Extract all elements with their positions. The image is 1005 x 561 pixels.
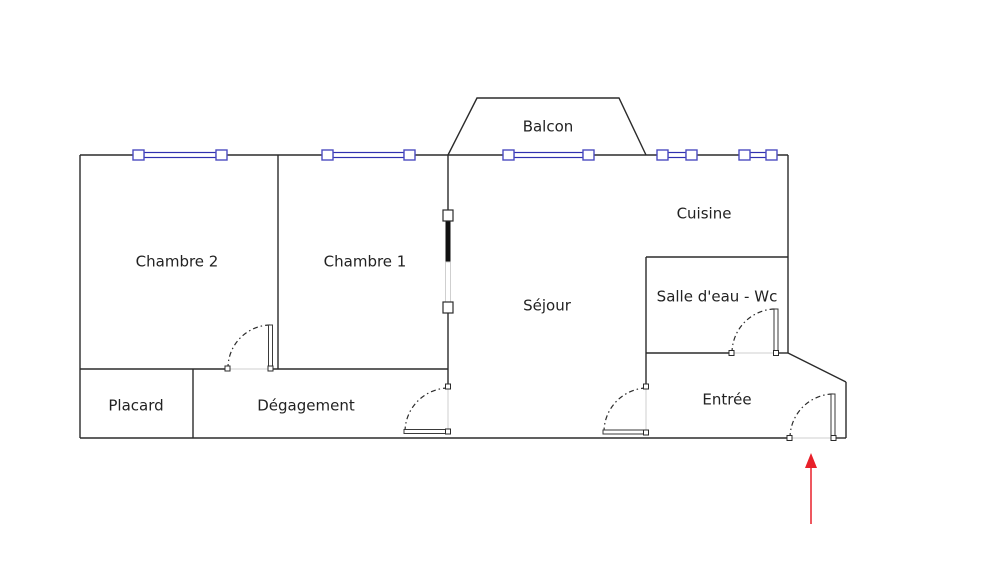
window-cuisine-2 bbox=[738, 149, 778, 161]
windows bbox=[132, 149, 778, 161]
balcon-outline bbox=[447, 97, 647, 156]
wall-right-diagonal bbox=[787, 352, 847, 383]
door-chambre-2[interactable] bbox=[224, 324, 274, 372]
room-label-entree: Entrée bbox=[702, 391, 751, 409]
room-label-balcon: Balcon bbox=[523, 118, 574, 136]
room-label-placard: Placard bbox=[108, 397, 163, 415]
door-main-entrance[interactable] bbox=[786, 393, 837, 441]
window-chambre-2 bbox=[132, 149, 228, 161]
room-label-chambre-1: Chambre 1 bbox=[324, 253, 407, 271]
doors bbox=[224, 308, 837, 441]
sliding-door-chambre1-sejour[interactable] bbox=[442, 209, 454, 314]
window-sejour bbox=[502, 149, 595, 161]
room-label-sejour: Séjour bbox=[523, 297, 572, 315]
room-label-salle-eau-wc: Salle d'eau - Wc bbox=[657, 288, 778, 306]
room-label-chambre-2: Chambre 2 bbox=[136, 253, 219, 271]
walls bbox=[79, 97, 847, 439]
window-cuisine-1 bbox=[656, 149, 698, 161]
door-degagement-sejour[interactable] bbox=[403, 383, 451, 435]
room-label-cuisine: Cuisine bbox=[677, 205, 732, 223]
entrance-arrow-icon bbox=[805, 453, 817, 524]
door-entree-sejour[interactable] bbox=[602, 383, 649, 436]
room-label-degagement: Dégagement bbox=[257, 397, 355, 415]
window-chambre-1 bbox=[321, 149, 416, 161]
door-salle-eau[interactable] bbox=[728, 308, 779, 356]
